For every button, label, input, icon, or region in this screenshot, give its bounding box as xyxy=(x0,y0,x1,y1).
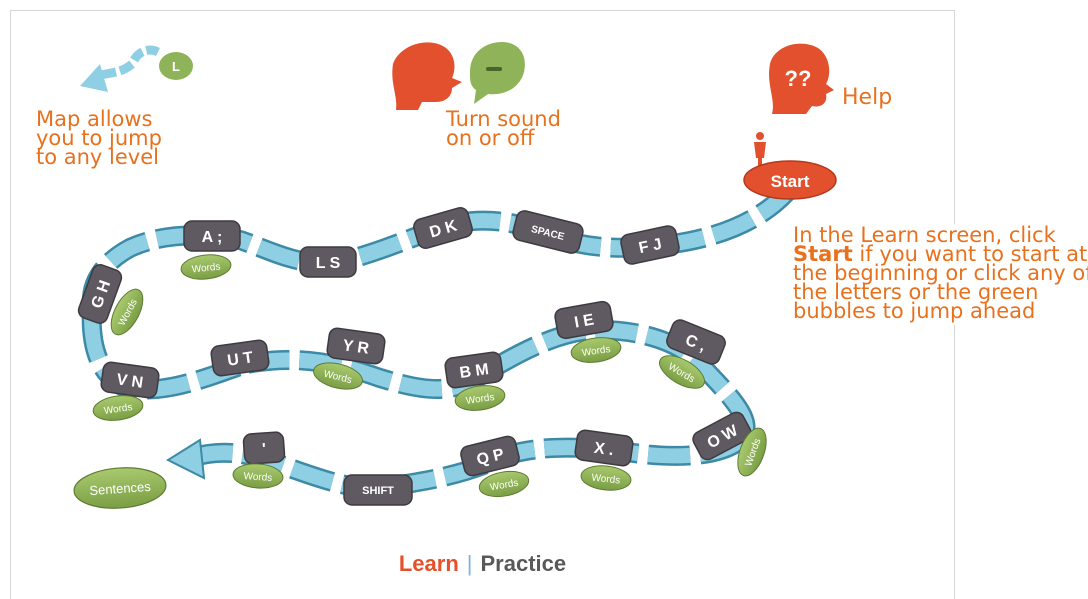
sound-annotation: Turn sound on or off xyxy=(446,107,561,150)
start-button[interactable]: Start xyxy=(743,160,837,200)
words-bubble-8[interactable]: Words xyxy=(732,424,772,479)
svg-text:Start: Start xyxy=(771,172,810,191)
start-annotation-bold: Start xyxy=(793,242,853,266)
key-fj[interactable]: F J xyxy=(619,225,680,266)
key-dk[interactable]: D K xyxy=(412,206,474,250)
map-icon[interactable]: L xyxy=(80,45,193,92)
svg-text:F J: F J xyxy=(637,236,663,257)
words-bubble-10[interactable]: Words xyxy=(477,468,530,500)
svg-text:Words: Words xyxy=(243,471,272,484)
svg-text:Words: Words xyxy=(465,392,495,407)
key-shift[interactable]: SHIFT xyxy=(343,474,413,506)
svg-text:I E: I E xyxy=(573,311,596,331)
key-c-comma[interactable]: C , xyxy=(664,318,727,367)
help-icon[interactable]: ?? xyxy=(769,43,834,114)
words-bubble-11[interactable]: Words xyxy=(232,462,284,489)
svg-text:Words: Words xyxy=(191,262,221,276)
svg-text:A ;: A ; xyxy=(202,229,223,246)
words-bubble-1[interactable]: Words xyxy=(180,252,232,281)
svg-text:Y R: Y R xyxy=(342,337,371,358)
svg-text:SHIFT: SHIFT xyxy=(362,485,394,497)
svg-text:Words: Words xyxy=(489,478,519,494)
words-bubble-9[interactable]: Words xyxy=(580,463,632,492)
help-annotation: Help xyxy=(842,85,893,110)
tab-separator: | xyxy=(466,551,473,576)
map-bubble-letter: L xyxy=(172,59,180,74)
svg-text:Words: Words xyxy=(581,344,611,359)
key-yr[interactable]: Y R xyxy=(326,327,386,365)
tab-learn[interactable]: Learn xyxy=(398,551,459,576)
words-bubble-7[interactable]: Words xyxy=(654,349,709,395)
svg-text:C ,: C , xyxy=(683,332,708,355)
words-bubble-6[interactable]: Words xyxy=(570,335,623,366)
sound-toggle-icon[interactable] xyxy=(392,42,525,110)
words-bubble-4[interactable]: Words xyxy=(311,358,365,393)
start-annotation: In the Learn screen, click Start if you … xyxy=(787,224,1088,325)
key-ut[interactable]: U T xyxy=(210,339,270,377)
words-bubble-2[interactable]: Words xyxy=(105,284,150,339)
help-glyph: ?? xyxy=(785,66,812,91)
svg-text:': ' xyxy=(262,441,267,458)
svg-text:Sentences: Sentences xyxy=(89,479,152,498)
svg-text:B M: B M xyxy=(459,361,490,382)
svg-text:Q P: Q P xyxy=(475,446,506,469)
mode-tabs: Learn | Practice xyxy=(0,551,965,577)
words-bubble-3[interactable]: Words xyxy=(92,393,145,424)
key-vn[interactable]: V N xyxy=(100,361,160,399)
key-x-period[interactable]: X . xyxy=(574,429,634,467)
map-annotation: Map allows you to jump to any level xyxy=(36,107,162,169)
key-ie[interactable]: I E xyxy=(554,300,614,340)
words-bubble-5[interactable]: Words xyxy=(454,383,507,414)
key-space[interactable]: SPACE xyxy=(511,209,584,255)
svg-text:Words: Words xyxy=(103,402,133,417)
key-bm[interactable]: B M xyxy=(444,351,504,389)
svg-text:Words: Words xyxy=(591,473,621,487)
tab-practice[interactable]: Practice xyxy=(480,551,567,576)
sentences-button[interactable]: Sentences xyxy=(73,465,168,511)
key-apostrophe[interactable]: ' xyxy=(242,431,286,465)
person-marker-icon xyxy=(754,132,766,166)
svg-text:L S: L S xyxy=(316,255,341,272)
key-gh[interactable]: G H xyxy=(76,263,123,326)
key-ls[interactable]: L S xyxy=(299,246,357,278)
svg-text:V N: V N xyxy=(115,371,144,392)
key-qp[interactable]: Q P xyxy=(459,435,521,478)
start-annotation-suffix: if you want to start at the beginning or… xyxy=(793,242,1088,323)
key-a-semicolon[interactable]: A ; xyxy=(183,220,241,252)
svg-text:X .: X . xyxy=(593,440,615,460)
start-annotation-prefix: In the Learn screen, click xyxy=(793,223,1056,247)
svg-text:U T: U T xyxy=(226,349,254,369)
